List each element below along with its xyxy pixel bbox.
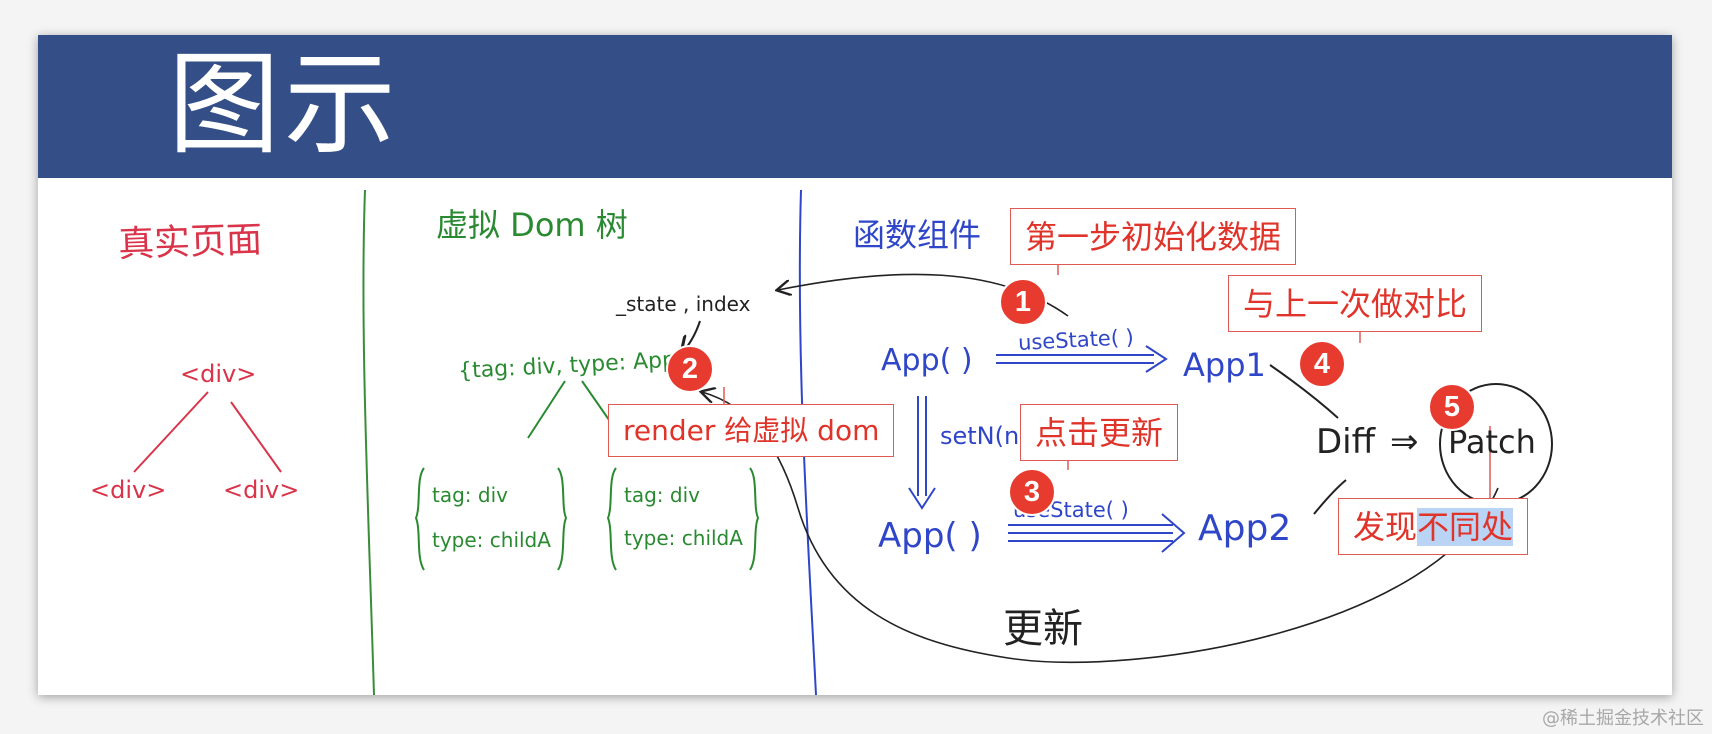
brace-left-close (557, 467, 568, 571)
vdom-child-left-tag: tag: div (432, 483, 508, 507)
diff-patch-arrow: ⇒ (1390, 422, 1419, 462)
section-function-component: 函数组件 (853, 216, 982, 254)
line-app1-to-diff (1269, 364, 1339, 419)
divider-line-green (362, 189, 375, 695)
badge-1: 1 (999, 278, 1047, 326)
badge-3: 3 (1008, 468, 1056, 516)
tree-edge-left (133, 391, 209, 473)
brace-right-open (606, 467, 617, 571)
callout-step4: 与上一次做对比 (1228, 275, 1483, 332)
double-arrow-down-head (908, 487, 936, 510)
callout-step5: 发现不同处 (1338, 498, 1529, 555)
badge-4: 4 (1298, 340, 1346, 388)
watermark: @稀土掘金技术社区 (1542, 708, 1704, 729)
state-index-label: _state , index (616, 292, 751, 316)
double-arrow-top-head (1145, 345, 1168, 373)
app-call-top: App( ) (881, 343, 973, 378)
line-app2-to-diff (1313, 479, 1347, 515)
vdom-child-left-type: type: childA (432, 528, 551, 552)
badge-5: 5 (1428, 383, 1476, 431)
callout-step2: render 给虚拟 dom (608, 404, 895, 457)
patch-label: Patch (1448, 423, 1536, 461)
callout-step5-highlight: 不同处 (1417, 508, 1514, 546)
real-dom-root: <div> (180, 360, 257, 388)
app-call-bottom: App( ) (878, 516, 982, 556)
vtree-edge-left (527, 380, 566, 439)
brace-left-open (414, 467, 425, 571)
section-virtual-dom: 虚拟 Dom 树 (436, 206, 628, 244)
real-dom-left: <div> (90, 476, 167, 504)
vdom-child-right-type: type: childA (624, 526, 743, 550)
section-real-page: 真实页面 (117, 219, 263, 266)
page-title: 图示 (168, 40, 400, 170)
title-bar: 图示 (38, 35, 1672, 178)
diff-label: Diff (1316, 422, 1376, 462)
whiteboard-diagram: 真实页面 虚拟 Dom 树 函数组件 <div> <div> <div> _st… (38, 178, 1672, 695)
app2-label: App2 (1198, 508, 1292, 549)
tree-edge-right (230, 401, 282, 473)
arrow-update-loop (702, 392, 1499, 663)
callout-step3: 点击更新 (1020, 404, 1179, 461)
slide: 图示 (38, 35, 1672, 695)
vdom-child-right-tag: tag: div (624, 483, 700, 507)
double-arrow-bottom-head (1161, 513, 1186, 553)
real-dom-right: <div> (223, 476, 300, 504)
badge-2: 2 (666, 345, 714, 393)
brace-right-close (749, 467, 760, 571)
callout-step5-text: 发现 (1353, 508, 1418, 546)
app1-label: App1 (1183, 346, 1266, 384)
update-label: 更新 (1003, 606, 1083, 652)
callout-step1: 第一步初始化数据 (1010, 208, 1297, 265)
